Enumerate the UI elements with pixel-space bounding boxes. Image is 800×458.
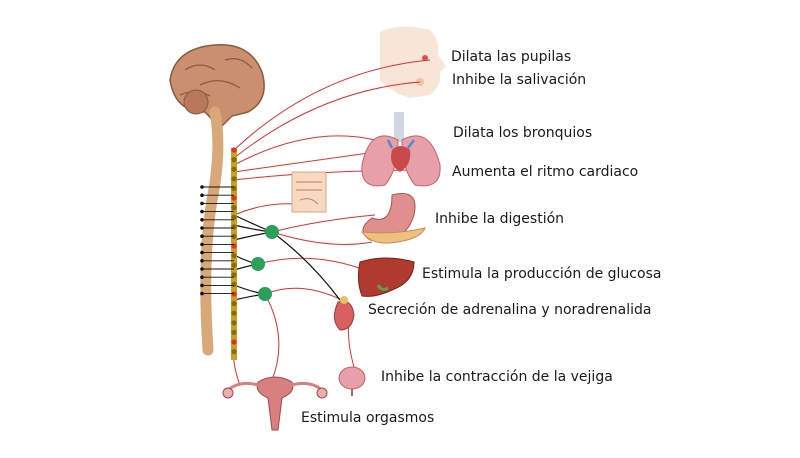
label-glucose: Estimula la producción de glucosa: [422, 266, 662, 282]
label-bronchi: Dilata los bronquios: [453, 125, 593, 141]
inferior-mesenteric-ganglion: [258, 287, 272, 301]
spine-rung-node: [200, 242, 204, 247]
label-adrenaline: Secreción de adrenalina y noradrenalida: [368, 302, 652, 318]
chain-node: [231, 339, 237, 345]
spine-rung-node: [200, 291, 204, 296]
ganglion-connectors: [233, 214, 341, 301]
chain-node: [231, 329, 237, 335]
spine-rung-node: [200, 185, 204, 189]
spine-rung-node: [200, 259, 204, 263]
adrenal-kidney-illustration: [334, 296, 355, 331]
spine-rung-node: [200, 275, 204, 280]
celiac-ganglion: [265, 225, 279, 239]
label-heart: Aumenta el ritmo cardiaco: [452, 164, 639, 180]
label-salivation: Inhibe la salivación: [452, 72, 587, 88]
spine-rung-node: [200, 226, 204, 230]
skin-illustration: [291, 171, 327, 213]
chain-node: [231, 176, 237, 182]
chain-node: [231, 301, 237, 307]
spine-rung-node: [200, 250, 204, 255]
bladder-illustration: [338, 366, 366, 396]
label-bladder: Inhibe la contracción de la vejiga: [381, 369, 613, 385]
label-orgasm: Estimula orgasmos: [301, 410, 435, 426]
pancreas-icon: [361, 227, 426, 244]
spine-rungs: [200, 185, 234, 296]
brain-illustration: [169, 44, 265, 130]
chain-node: [231, 253, 237, 259]
chain-node: [231, 147, 237, 153]
chain-node: [231, 310, 237, 316]
eye-icon: [422, 55, 428, 61]
superior-mesenteric-ganglion: [251, 257, 265, 271]
label-digestion: Inhibe la digestión: [435, 211, 565, 227]
chain-node: [231, 214, 237, 220]
chain-node: [231, 224, 237, 230]
lungs-heart-illustration: [361, 112, 441, 187]
spine-rung-node: [200, 267, 204, 271]
spine-rung-node: [200, 218, 204, 222]
chain-node: [231, 166, 237, 172]
spine-rung-node: [200, 209, 204, 214]
chain-node: [231, 205, 237, 211]
spinal-cord: [200, 106, 224, 356]
spine-rung-node: [200, 201, 204, 206]
spine-rung-node: [200, 234, 204, 238]
spine-rung-node: [200, 283, 204, 288]
liver-illustration: [357, 257, 415, 297]
chain-node: [231, 349, 237, 355]
label-pupils: Dilata las pupilas: [451, 49, 572, 65]
chain-node: [231, 272, 237, 278]
chain-node: [231, 157, 237, 163]
reproductive-illustration: [222, 376, 328, 431]
chain-node: [231, 195, 237, 201]
chain-node: [231, 320, 237, 326]
spine-rung-node: [200, 193, 204, 197]
heart-icon: [391, 146, 411, 172]
stomach-illustration: [361, 193, 426, 244]
chain-node: [231, 281, 237, 287]
chain-node: [231, 262, 237, 268]
